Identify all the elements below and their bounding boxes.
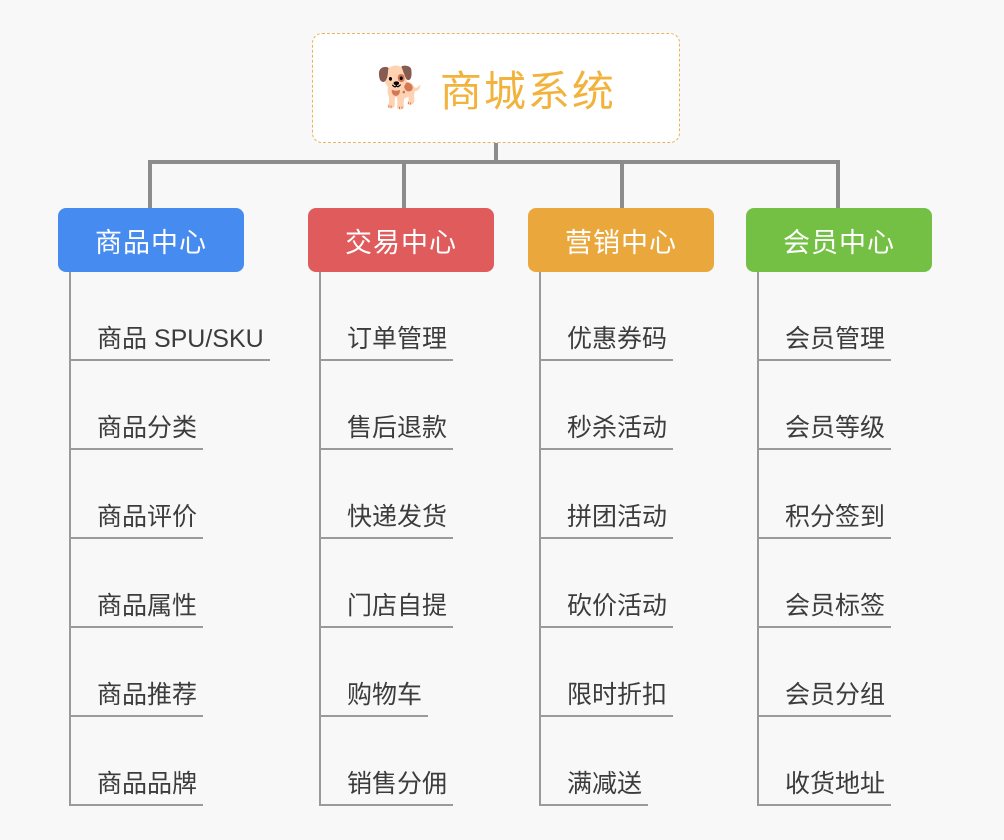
leaf-item-label: 收货地址 (759, 770, 892, 806)
leaf-item[interactable]: 订单管理 (321, 272, 494, 361)
leaf-item[interactable]: 购物车 (321, 628, 494, 717)
leaf-item[interactable]: 会员标签 (759, 539, 932, 628)
connector-horizontal-bus (148, 160, 840, 164)
category-box-member-center[interactable]: 会员中心 (746, 208, 932, 272)
leaf-item-label: 快递发货 (321, 503, 454, 539)
leaf-item[interactable]: 商品评价 (71, 450, 244, 539)
connector-drop-product-center (148, 160, 152, 208)
category-box-marketing-center[interactable]: 营销中心 (528, 208, 714, 272)
leaf-item-label: 商品属性 (71, 592, 204, 628)
leaf-item[interactable]: 商品品牌 (71, 717, 244, 806)
leaf-list-trade-center: 订单管理售后退款快递发货门店自提购物车销售分佣 (319, 272, 494, 806)
leaf-item-label: 优惠券码 (541, 325, 674, 361)
root-node[interactable]: 🐕 商城系统 (312, 33, 680, 143)
leaf-item-label: 会员等级 (759, 414, 892, 450)
connector-root-stem (494, 143, 498, 164)
leaf-item[interactable]: 商品分类 (71, 361, 244, 450)
branch-column-member-center: 会员中心会员管理会员等级积分签到会员标签会员分组收货地址 (746, 208, 932, 806)
leaf-item-label: 砍价活动 (541, 592, 674, 628)
connector-drop-marketing-center (620, 160, 624, 208)
leaf-list-product-center: 商品 SPU/SKU 商品分类商品评价商品属性商品推荐商品品牌 (69, 272, 270, 806)
connector-drop-trade-center (402, 160, 406, 208)
leaf-item-label: 限时折扣 (541, 681, 674, 717)
leaf-item[interactable]: 秒杀活动 (541, 361, 714, 450)
connector-drop-member-center (836, 160, 840, 208)
leaf-item-label: 商品评价 (71, 503, 204, 539)
leaf-item-label: 商品品牌 (71, 770, 204, 806)
leaf-item-label: 会员分组 (759, 681, 892, 717)
branch-column-product-center: 商品中心商品 SPU/SKU 商品分类商品评价商品属性商品推荐商品品牌 (58, 208, 270, 806)
leaf-item-label: 商品推荐 (71, 681, 204, 717)
leaf-item[interactable]: 会员分组 (759, 628, 932, 717)
leaf-item-label: 门店自提 (321, 592, 454, 628)
leaf-item[interactable]: 销售分佣 (321, 717, 494, 806)
leaf-item-label: 销售分佣 (321, 770, 454, 806)
leaf-item-label: 满减送 (541, 770, 649, 806)
leaf-item-label: 积分签到 (759, 503, 892, 539)
leaf-item[interactable]: 限时折扣 (541, 628, 714, 717)
leaf-item[interactable]: 门店自提 (321, 539, 494, 628)
leaf-item[interactable]: 收货地址 (759, 717, 932, 806)
leaf-item[interactable]: 砍价活动 (541, 539, 714, 628)
shiba-dog-emoji: 🐕 (376, 66, 426, 110)
leaf-item[interactable]: 快递发货 (321, 450, 494, 539)
leaf-list-member-center: 会员管理会员等级积分签到会员标签会员分组收货地址 (757, 272, 932, 806)
leaf-item[interactable]: 商品 SPU/SKU (71, 272, 270, 361)
category-box-product-center[interactable]: 商品中心 (58, 208, 244, 272)
leaf-item-label: 购物车 (321, 681, 429, 717)
leaf-item[interactable]: 拼团活动 (541, 450, 714, 539)
category-box-trade-center[interactable]: 交易中心 (308, 208, 494, 272)
leaf-item-label: 售后退款 (321, 414, 454, 450)
leaf-item[interactable]: 优惠券码 (541, 272, 714, 361)
leaf-item-label: 商品 SPU/SKU (71, 325, 270, 361)
leaf-item[interactable]: 商品推荐 (71, 628, 244, 717)
leaf-item[interactable]: 会员等级 (759, 361, 932, 450)
branch-column-marketing-center: 营销中心优惠券码秒杀活动拼团活动砍价活动限时折扣满减送 (528, 208, 714, 806)
leaf-item-label: 秒杀活动 (541, 414, 674, 450)
leaf-item[interactable]: 满减送 (541, 717, 714, 806)
leaf-item-label: 拼团活动 (541, 503, 674, 539)
leaf-item[interactable]: 积分签到 (759, 450, 932, 539)
root-title: 商城系统 (439, 67, 616, 115)
leaf-item[interactable]: 售后退款 (321, 361, 494, 450)
leaf-item-label: 会员标签 (759, 592, 892, 628)
leaf-item-label: 商品分类 (71, 414, 204, 450)
branch-column-trade-center: 交易中心订单管理售后退款快递发货门店自提购物车销售分佣 (308, 208, 494, 806)
leaf-item-label: 订单管理 (321, 325, 454, 361)
leaf-item[interactable]: 商品属性 (71, 539, 244, 628)
leaf-list-marketing-center: 优惠券码秒杀活动拼团活动砍价活动限时折扣满减送 (539, 272, 714, 806)
leaf-item[interactable]: 会员管理 (759, 272, 932, 361)
leaf-item-label: 会员管理 (759, 325, 892, 361)
